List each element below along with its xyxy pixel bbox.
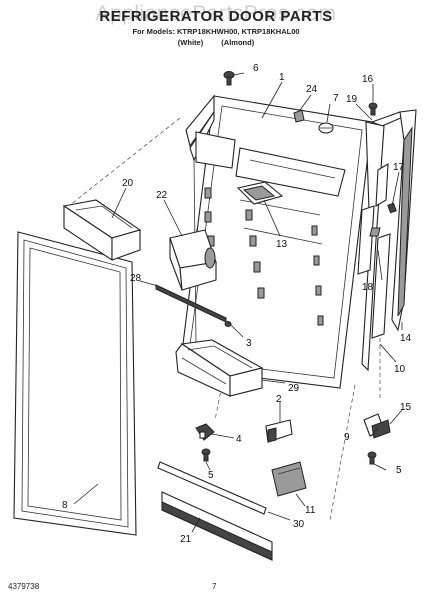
hinge-cover-11	[271, 461, 307, 497]
door-bin-small	[62, 199, 142, 262]
callout-10: 10	[394, 364, 406, 375]
callout-30: 30	[293, 519, 305, 530]
callout-13: 13	[276, 239, 288, 250]
color-variants: (White) (Almond)	[0, 38, 432, 47]
callout-28: 28	[130, 273, 142, 284]
callout-9: 9	[344, 432, 350, 443]
screw-6	[223, 71, 235, 86]
door-bin-large	[175, 339, 264, 397]
callout-24: 24	[306, 84, 318, 95]
hinge-assembly	[363, 413, 391, 439]
door-stop-2	[265, 419, 293, 443]
callout-18: 18	[362, 282, 374, 293]
callout-20: 20	[122, 178, 134, 189]
callout-4: 4	[236, 434, 242, 445]
callout-22: 22	[156, 190, 168, 201]
liner-shelf-tabs	[204, 187, 324, 326]
shelf-rod	[155, 284, 232, 327]
screw-5-left	[201, 448, 211, 462]
hinge-bracket-4	[195, 423, 215, 441]
screw-5-right	[367, 451, 377, 465]
callout-19: 19	[346, 94, 358, 105]
callout-5-left: 5	[208, 470, 214, 481]
watermark: AppliancePartsPros.com	[95, 2, 337, 25]
screw-16	[368, 102, 378, 116]
door-gasket	[13, 231, 137, 536]
callout-8: 8	[62, 500, 68, 511]
utility-compartment	[169, 229, 217, 291]
color-white: (White)	[177, 38, 204, 47]
callout-21: 21	[180, 534, 192, 545]
plug-7	[318, 122, 334, 134]
callout-14: 14	[400, 333, 412, 344]
callout-numbers: 6 1 24 7 16 19 17 13 18 14 10 3 29 15 9 …	[62, 63, 412, 545]
door-handle-assembly	[357, 109, 417, 372]
callout-15: 15	[400, 402, 412, 413]
callout-2: 2	[276, 394, 282, 405]
callout-6: 6	[253, 63, 259, 74]
callout-5-right: 5	[396, 465, 402, 476]
door-liner	[179, 94, 373, 389]
callout-29: 29	[288, 383, 300, 394]
document-number: 4379738	[8, 582, 40, 591]
callout-7: 7	[333, 93, 339, 104]
callout-17: 17	[393, 162, 405, 173]
door-trim-21	[161, 491, 273, 561]
model-numbers: For Models: KTRP18KHWH00, KTRP18KHAL00	[132, 27, 300, 36]
callout-3: 3	[246, 338, 252, 349]
leader-lines	[73, 72, 403, 533]
color-almond: (Almond)	[221, 38, 255, 47]
callout-16: 16	[362, 74, 374, 85]
callout-1: 1	[279, 72, 285, 83]
callout-11: 11	[305, 505, 316, 516]
clip-24	[293, 109, 305, 123]
dairy-compartment-door	[236, 181, 284, 205]
page-number: 7	[212, 582, 217, 591]
diagram-title: REFRIGERATOR DOOR PARTS	[99, 8, 333, 25]
door-trim-30	[157, 461, 267, 515]
